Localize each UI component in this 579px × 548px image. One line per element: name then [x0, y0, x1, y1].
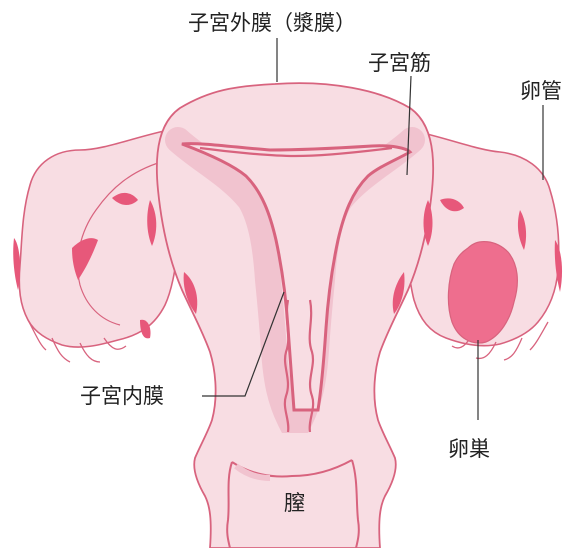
label-myometrium: 子宮筋: [368, 51, 431, 75]
label-fallopian-tube: 卵管: [520, 79, 562, 103]
label-perimetrium: 子宮外膜（漿膜）: [188, 11, 356, 35]
label-vagina: 膣: [284, 491, 305, 515]
left-tube-patch: [13, 238, 20, 290]
left-fallopian-tube: [13, 128, 178, 362]
uterus-body: [147, 83, 433, 548]
label-ovary: 卵巣: [448, 437, 490, 461]
label-endometrium: 子宮内膜: [80, 384, 164, 408]
